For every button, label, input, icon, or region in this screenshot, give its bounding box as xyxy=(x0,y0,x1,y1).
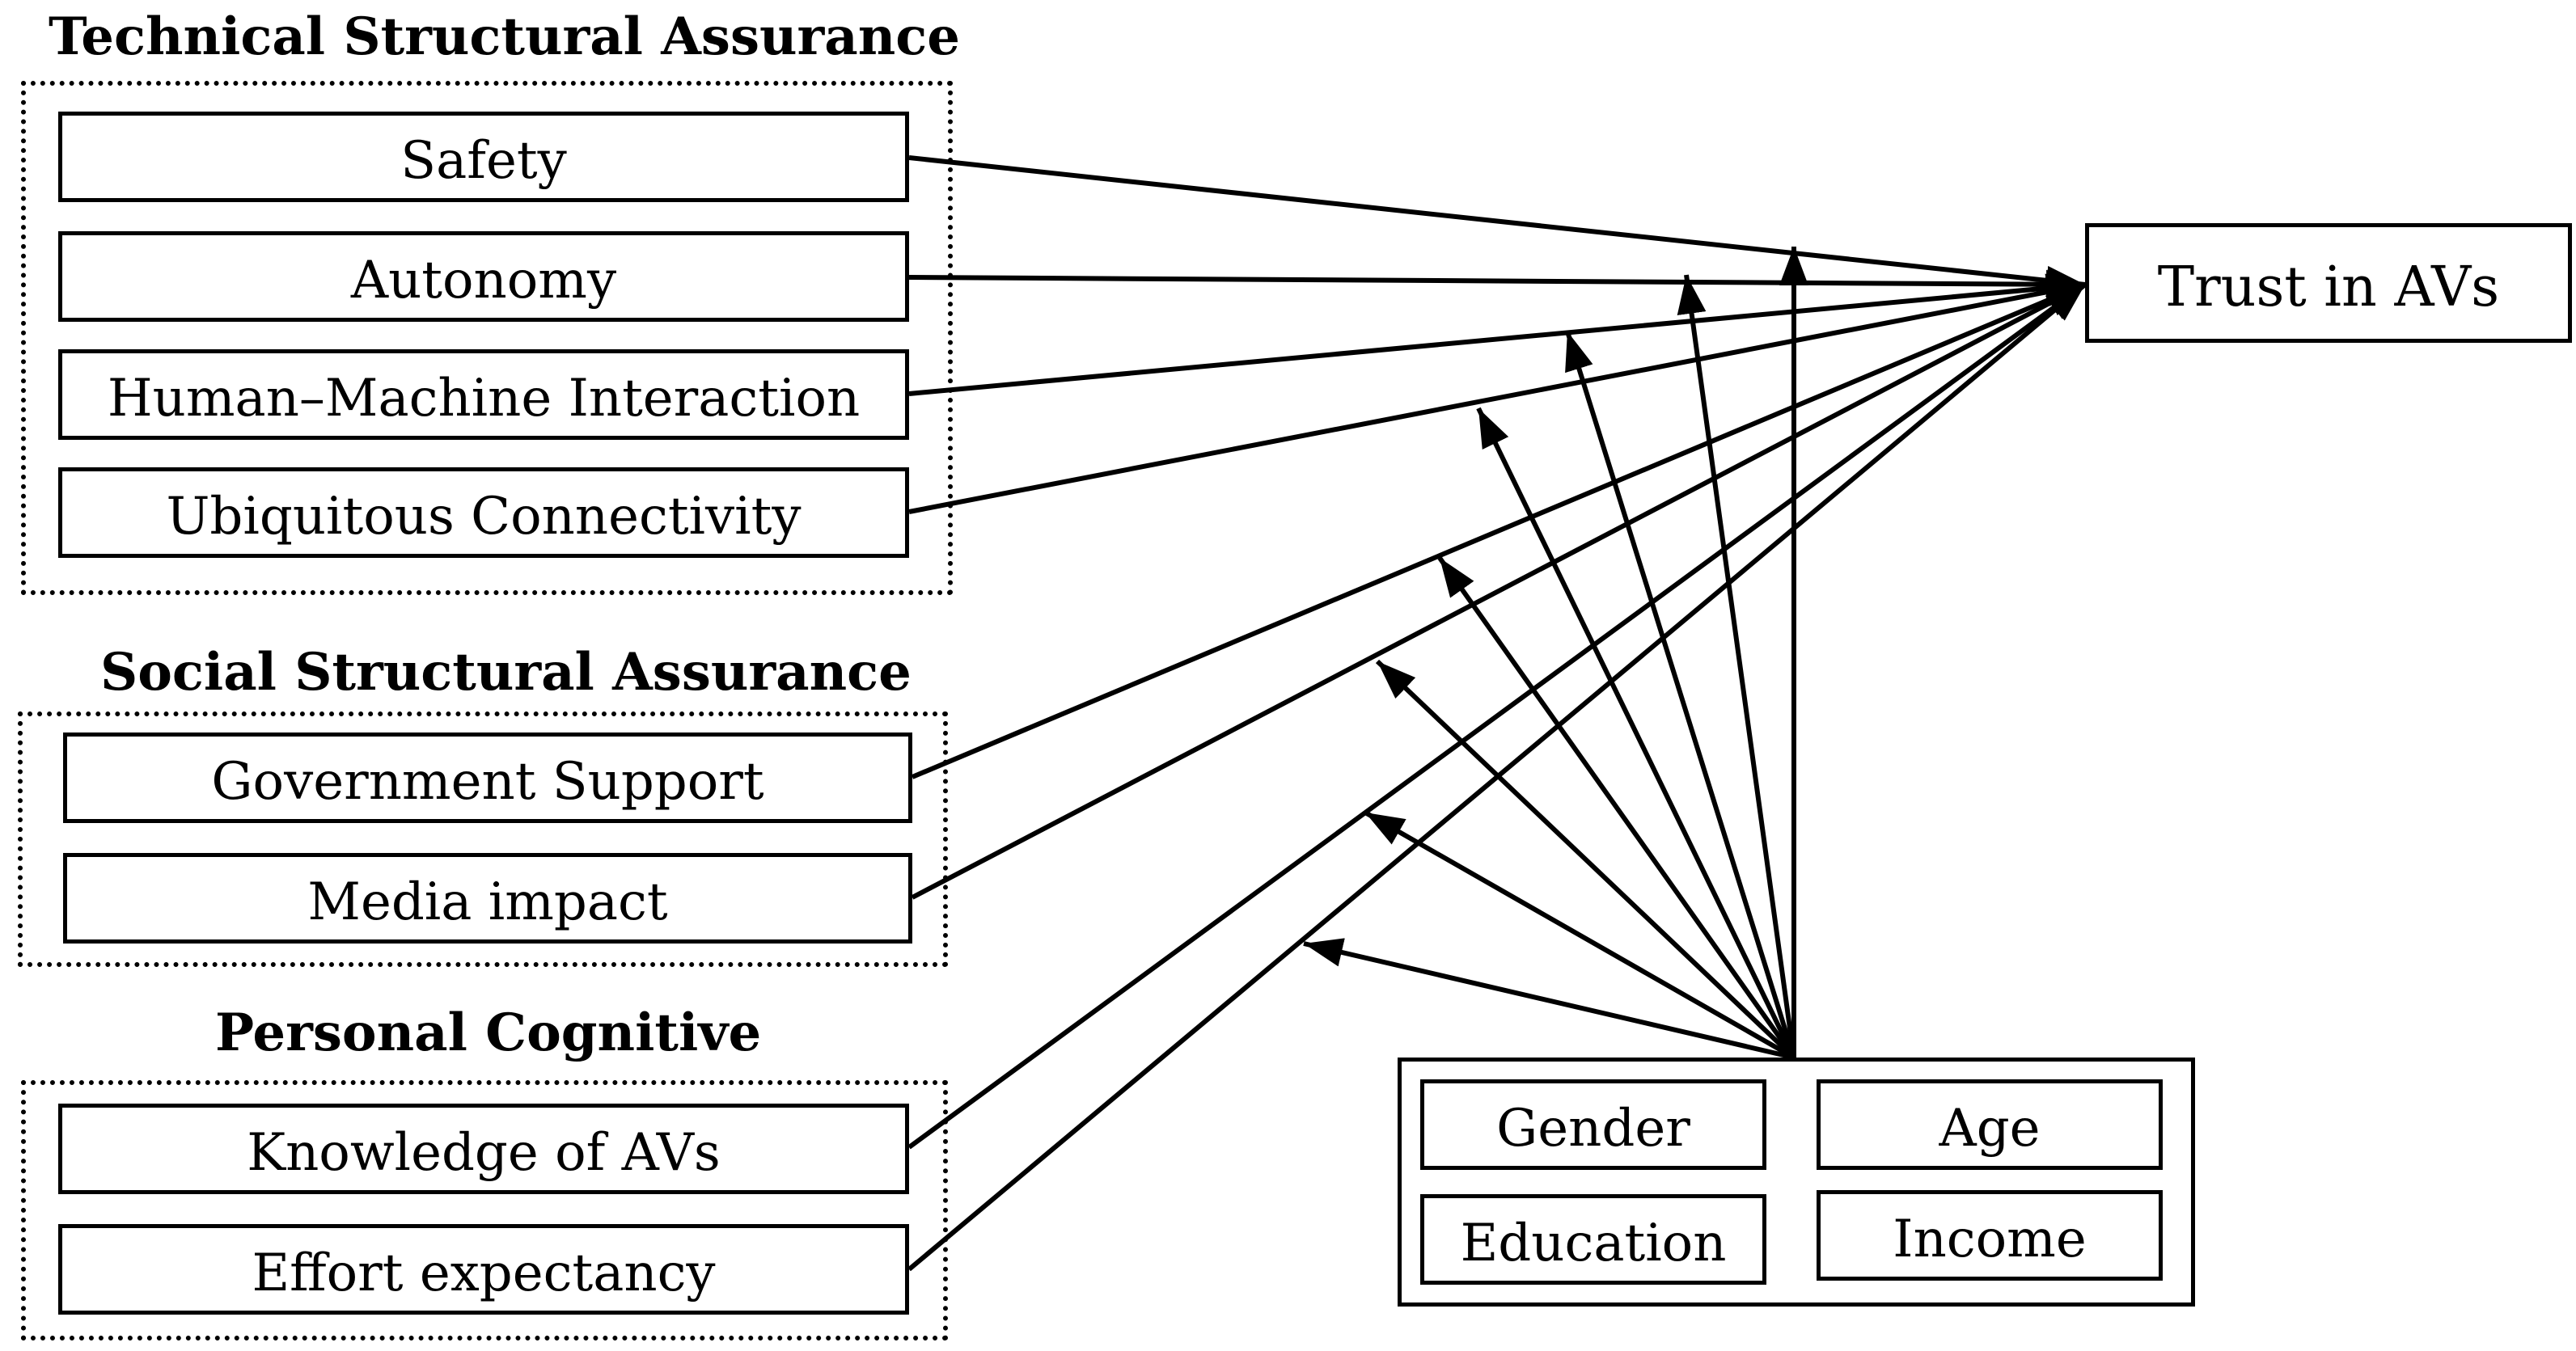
moderators-group xyxy=(1398,1058,2195,1307)
box-age: Age xyxy=(1817,1079,2163,1170)
group-title-technical: Technical Structural Assurance xyxy=(49,6,960,67)
group-title-social: Social Structural Assurance xyxy=(100,642,912,703)
moderator-arrow-8 xyxy=(1303,938,1795,1060)
group-technical xyxy=(21,81,953,595)
group-personal xyxy=(21,1080,948,1340)
arrow-media-trust xyxy=(911,282,2087,900)
moderator-arrow-4 xyxy=(1476,407,1796,1059)
arrow-hmi-trust xyxy=(908,273,2086,396)
moderator-arrow-5 xyxy=(1437,556,1796,1059)
group-title-personal: Personal Cognitive xyxy=(215,1003,762,1063)
box-knowledge-of-avs: Knowledge of AVs xyxy=(58,1104,909,1194)
box-income: Income xyxy=(1817,1190,2163,1281)
box-media-impact: Media impact xyxy=(63,853,912,944)
box-autonomy: Autonomy xyxy=(58,231,909,322)
arrow-safety-trust xyxy=(908,155,2086,295)
box-safety: Safety xyxy=(58,112,909,202)
moderator-arrow-3 xyxy=(1565,331,1796,1058)
box-human-machine-interaction: Human–Machine Interaction xyxy=(58,349,909,440)
box-ubiquitous-connectivity: Ubiquitous Connectivity xyxy=(58,467,909,558)
box-government-support: Government Support xyxy=(63,732,912,823)
group-social xyxy=(18,711,948,967)
box-effort-expectancy: Effort expectancy xyxy=(58,1224,909,1315)
moderator-arrow-2 xyxy=(1677,274,1796,1058)
arrow-government-trust xyxy=(911,282,2087,779)
moderator-arrow-7 xyxy=(1364,810,1796,1060)
arrow-connectivity-trust xyxy=(908,277,2086,514)
box-education: Education xyxy=(1420,1194,1766,1285)
arrow-autonomy-trust xyxy=(908,269,2086,299)
box-gender: Gender xyxy=(1420,1079,1766,1170)
box-trust-in-avs: Trust in AVs xyxy=(2085,223,2572,343)
arrow-knowledge-trust xyxy=(907,282,2087,1150)
moderator-arrow-6 xyxy=(1375,659,1796,1060)
